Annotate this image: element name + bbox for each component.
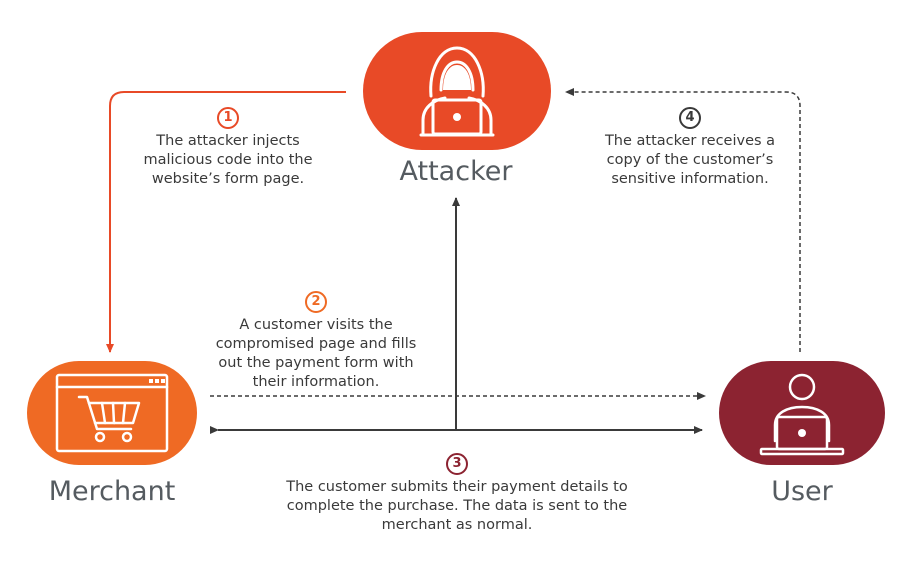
arrow-attacker-to-merchant [106,91,346,353]
user-label: User [771,476,833,507]
step-2: 2 A customer visits the compromised page… [212,290,420,392]
shopping-cart-icon [55,373,169,453]
step-4-text: The attacker receives a copy of the cust… [604,133,776,187]
attacker-label: Attacker [399,156,513,187]
step-4-number: 4 [679,107,701,129]
merchant-label: Merchant [48,476,176,507]
step-1-number: 1 [217,107,239,129]
user-laptop-icon [759,373,845,456]
step-3-number: 3 [446,453,468,475]
merchant-node [27,361,197,465]
arrow-user-to-attacker-dashed [565,88,801,352]
step-1-text: The attacker injects malicious code into… [143,133,313,187]
step-1: 1 The attacker injects malicious code in… [128,106,328,189]
attacker-node [363,32,551,150]
user-node [719,361,885,465]
step-4: 4 The attacker receives a copy of the cu… [586,106,794,189]
hacker-icon [419,46,495,137]
step-3-text: The customer submits their payment detai… [286,479,628,533]
step-3: 3 The customer submits their payment det… [262,452,652,535]
step-2-number: 2 [305,291,327,313]
step-2-text: A customer visits the compromised page a… [215,317,417,390]
